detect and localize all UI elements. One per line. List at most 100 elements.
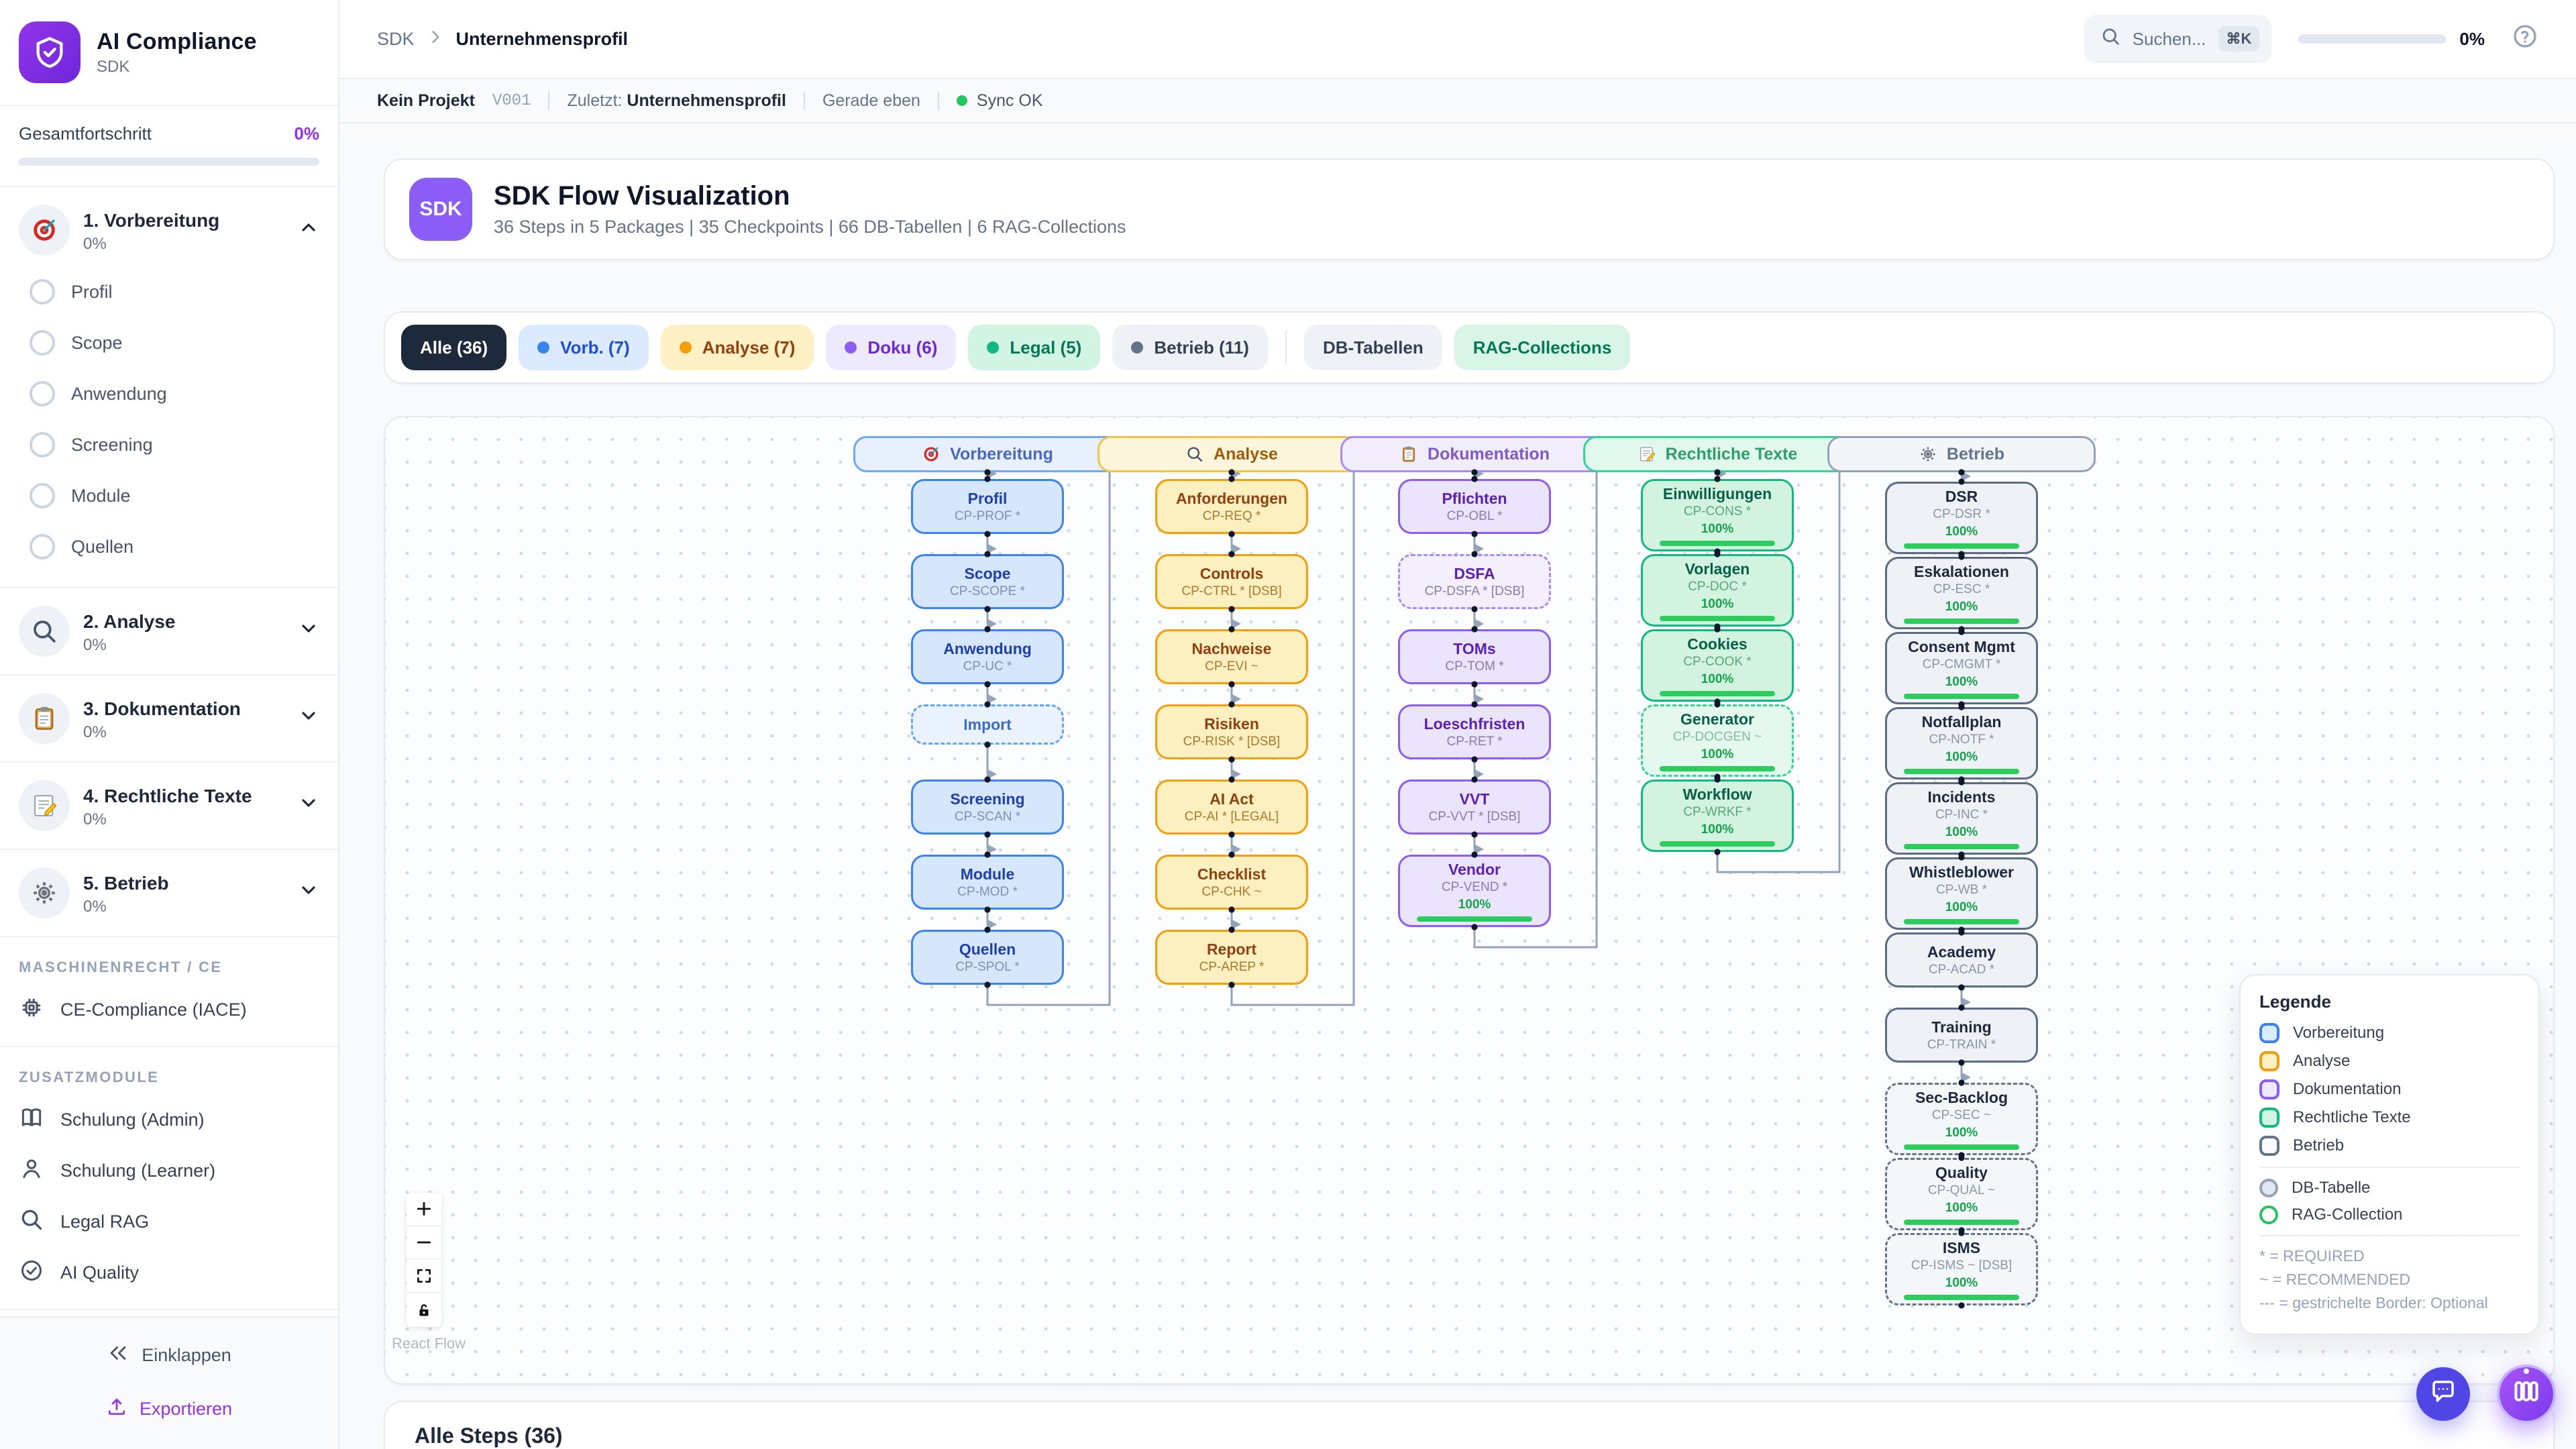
filter-chip-db[interactable]: DB-Tabellen [1303,325,1442,370]
search-input[interactable]: Suchen... ⌘K [2084,15,2272,63]
filter-chip-betrieb[interactable]: Betrieb (11) [1112,325,1268,370]
sidebar-item-anwendung[interactable]: Anwendung [21,368,322,419]
reactflow-attribution[interactable]: React Flow [392,1335,466,1352]
sdk-badge: SDK [409,178,472,241]
chip-dot [679,341,692,354]
legend-item-vorb: Vorbereitung [2259,1023,2520,1043]
sidebar-item-legal-rag[interactable]: Legal RAG [0,1196,338,1247]
export-button[interactable]: Exportieren [0,1382,338,1436]
sidebar-item-ce-compliance-iace-[interactable]: CE-Compliance (IACE) [0,984,338,1035]
columns-fab-button[interactable] [2497,1364,2556,1424]
overall-progress-bar [19,158,319,166]
filter-chip-alle[interactable]: Alle (36) [401,325,507,370]
node-progress-bar [1903,1220,2020,1226]
collapse-sidebar-button[interactable]: Einklappen [0,1328,338,1382]
sidebar: AI Compliance SDK Gesamtfortschritt 0% 1… [0,0,339,1449]
filter-chip-legal[interactable]: Legal (5) [968,325,1101,370]
legend-item-analyse: Analyse [2259,1051,2520,1071]
sidebar-item-module[interactable]: Module [21,470,322,521]
flow-node-import[interactable]: Import [911,704,1064,745]
filter-chip-rag[interactable]: RAG-Collections [1454,325,1631,370]
filter-chip-vorb[interactable]: Vorb. (7) [519,325,649,370]
lock-button[interactable] [407,1293,441,1327]
sidebar-item-screening[interactable]: Screening [21,419,322,470]
sidebar-item-ai-quality[interactable]: AI Quality [0,1247,338,1298]
sidebar-item-quellen[interactable]: Quellen [21,521,322,572]
zoom-out-button[interactable] [407,1226,441,1260]
column-header-dokumentation[interactable]: Dokumentation [1340,436,1609,472]
legend-note: * = REQUIRED [2259,1247,2365,1265]
sidebar-section: MASCHINENRECHT / CE CE-Compliance (IACE) [0,937,338,1047]
last-visited: Zuletzt: Unternehmensprofil [567,91,786,110]
column-header-betrieb[interactable]: Betrieb [1827,436,2096,472]
chat-icon [2429,1377,2457,1411]
legend-item-rag: RAG-Collection [2259,1205,2520,1224]
column-header-rechtliche-texte[interactable]: Rechtliche Texte [1583,436,1851,472]
sidebar-item-profil[interactable]: Profil [21,266,322,317]
node-progress-bar [1659,541,1776,547]
step-status-circle [30,330,55,356]
sidebar-item-scope[interactable]: Scope [21,317,322,368]
column-header-analyse[interactable]: Analyse [1097,436,1366,472]
filter-chip-doku[interactable]: Doku (6) [826,325,957,370]
zoom-in-button[interactable] [407,1193,441,1226]
chevron-down-icon [298,792,319,819]
filter-chip-analyse[interactable]: Analyse (7) [660,325,814,370]
book-icon [19,1105,44,1135]
search-placeholder: Suchen... [2132,28,2206,49]
sidebar-section: ZUSATZMODULE Schulung (Admin) Schulung (… [0,1047,338,1310]
help-icon[interactable] [2512,23,2538,55]
sidebar-header: AI Compliance SDK [0,0,338,106]
chat-fab-button[interactable] [2416,1367,2470,1421]
sidebar-item-schulung-admin-[interactable]: Schulung (Admin) [0,1094,338,1145]
person-icon [19,1156,44,1186]
sidebar-item-schulung-learner-[interactable]: Schulung (Learner) [0,1145,338,1196]
column-header-vorbereitung[interactable]: Vorbereitung [853,436,1122,472]
node-progress-bar [1903,769,2020,775]
breadcrumb-sdk[interactable]: SDK [377,28,415,49]
fit-view-button[interactable] [407,1260,441,1293]
